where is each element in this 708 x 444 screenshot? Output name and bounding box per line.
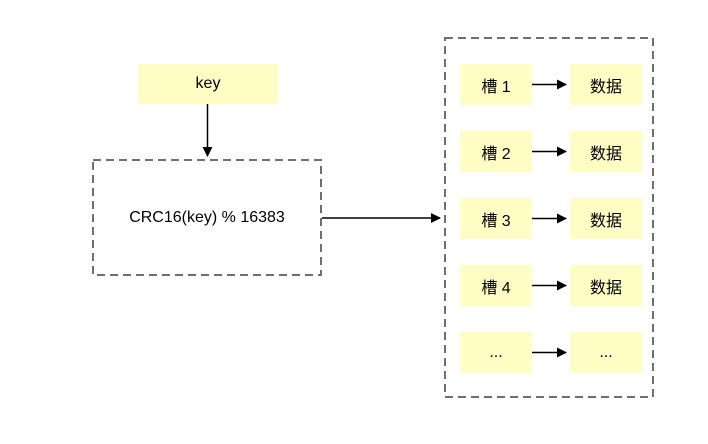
slot-node: 槽 3 — [460, 198, 532, 239]
slot-node-label: 槽 2 — [481, 145, 511, 163]
slot-node-label: 槽 3 — [481, 212, 511, 230]
slot-node-label: ... — [489, 343, 503, 361]
data-node: ... — [570, 332, 642, 373]
data-node-label: 数据 — [589, 279, 622, 297]
slot-node: ... — [460, 332, 532, 373]
slots-container: 槽 1 数据 槽 2 数据 槽 3 数据 槽 4 — [444, 37, 654, 398]
data-node: 数据 — [570, 198, 642, 239]
slot-node-label: 槽 1 — [481, 78, 511, 96]
hash-node: CRC16(key) % 16383 — [92, 159, 322, 276]
slot-node: 槽 4 — [460, 265, 532, 306]
slot-node: 槽 2 — [460, 131, 532, 172]
data-node-label: 数据 — [589, 145, 622, 163]
data-node: 数据 — [570, 64, 642, 105]
key-node: key — [138, 64, 278, 104]
data-node: 数据 — [570, 265, 642, 306]
data-node-label: 数据 — [589, 212, 622, 230]
key-node-label: key — [195, 75, 221, 92]
data-node-label: 数据 — [589, 78, 622, 96]
data-node: 数据 — [570, 131, 642, 172]
slot-node: 槽 1 — [460, 64, 532, 105]
slot-node-label: 槽 4 — [481, 279, 511, 297]
hash-node-label: CRC16(key) % 16383 — [129, 208, 285, 226]
data-node-label: ... — [599, 343, 613, 361]
